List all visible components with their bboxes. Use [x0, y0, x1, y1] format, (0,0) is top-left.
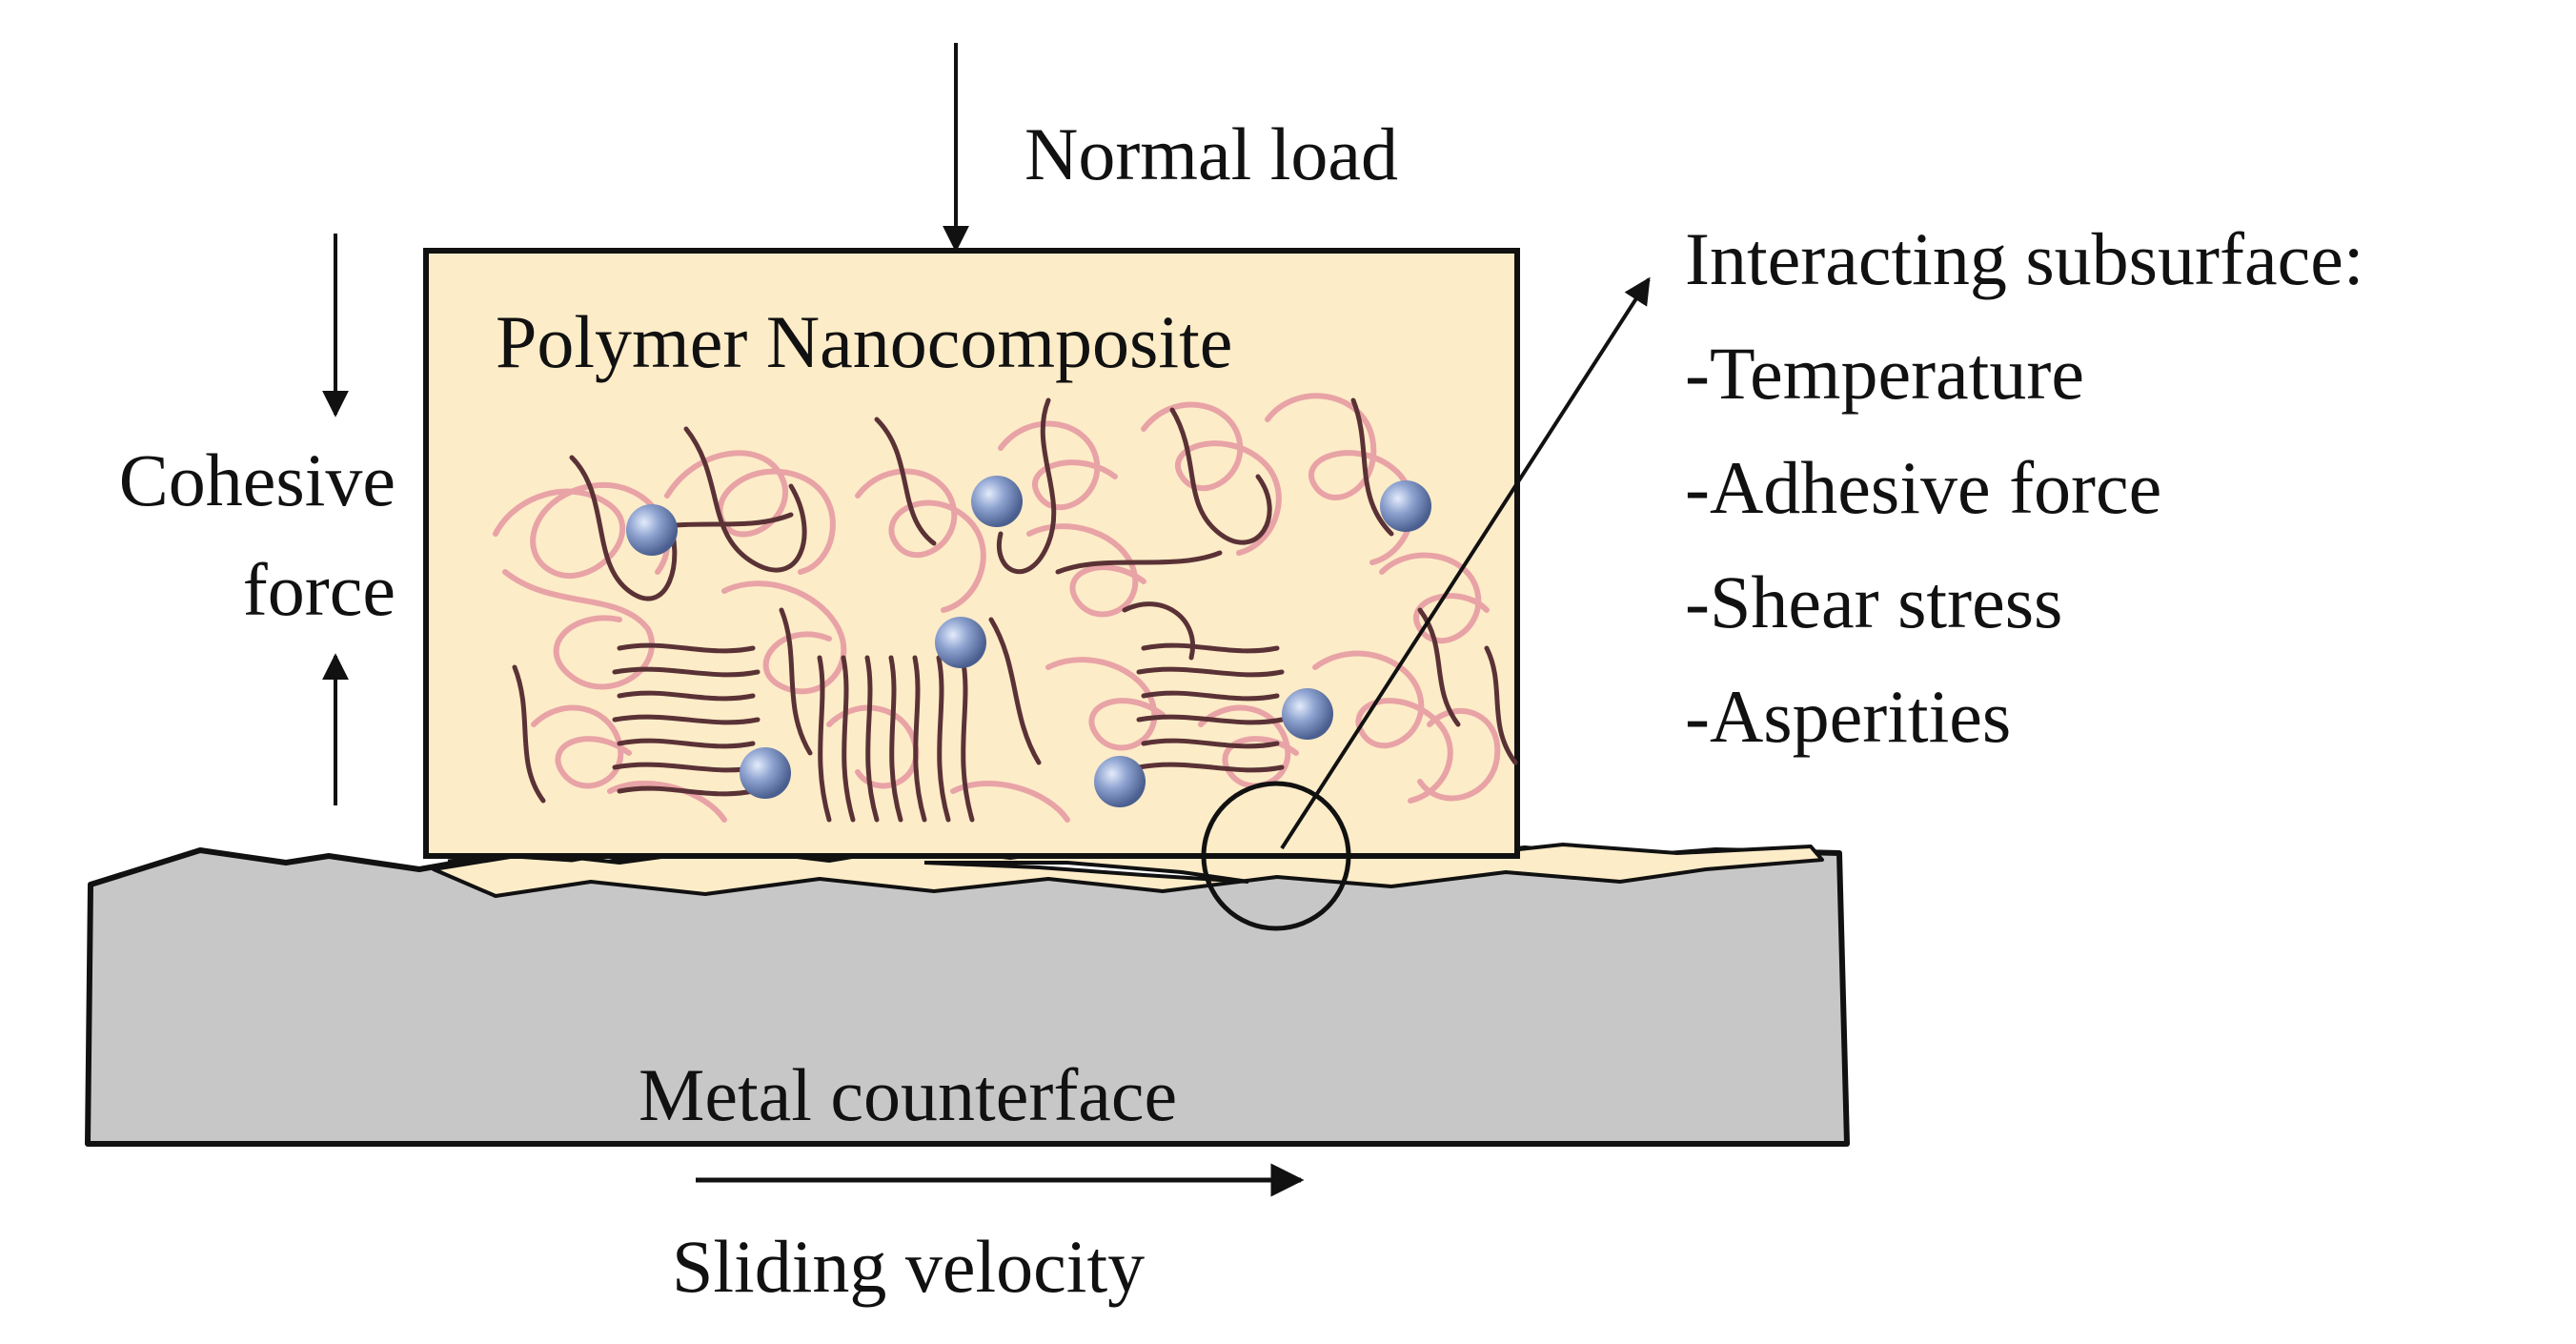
- nanoparticle: [935, 617, 986, 668]
- subsurface-item-asperities: -Asperities: [1685, 675, 2011, 758]
- normal-load-label: Normal load: [1024, 112, 1398, 195]
- sliding-velocity-label: Sliding velocity: [672, 1225, 1145, 1308]
- cohesive-force-label-line1: Cohesive: [119, 438, 396, 521]
- subsurface-item-adhesive-force: -Adhesive force: [1685, 446, 2161, 529]
- nanoparticle: [1094, 756, 1146, 807]
- cohesive-force-label-line2: force: [243, 548, 396, 631]
- nanoparticles: [626, 476, 1431, 807]
- subsurface-title: Interacting subsurface:: [1685, 217, 2364, 300]
- nanoparticle: [740, 747, 791, 799]
- polymer-label: Polymer Nanocomposite: [496, 300, 1232, 383]
- nanoparticle: [971, 476, 1023, 527]
- polymer-chains-dark: [512, 397, 1518, 823]
- subsurface-pointer-arrow: [1280, 276, 1651, 850]
- nanoparticle: [1380, 480, 1431, 532]
- subsurface-item-temperature: -Temperature: [1685, 332, 2084, 415]
- metal-counterface-label: Metal counterface: [639, 1053, 1177, 1136]
- contact-zone-circle: [1201, 781, 1351, 931]
- nanoparticle: [626, 504, 678, 556]
- wear-debris-sliver: [923, 861, 1249, 884]
- nanoparticle: [1282, 688, 1333, 740]
- subsurface-item-shear-stress: -Shear stress: [1685, 560, 2062, 643]
